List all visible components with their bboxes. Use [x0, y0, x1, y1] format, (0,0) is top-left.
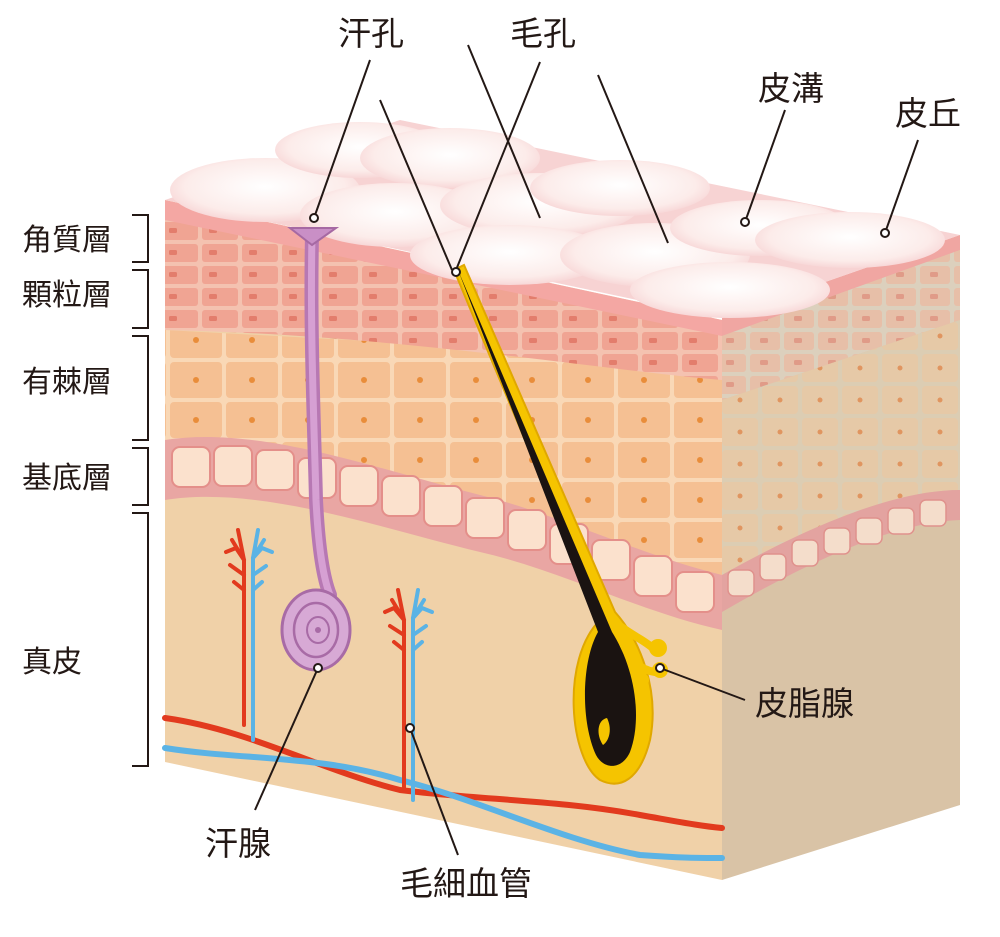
- label-stratum-granulosum: 顆粒層: [22, 278, 112, 313]
- label-dermis: 真皮: [22, 645, 82, 680]
- layer-brackets: [132, 214, 149, 767]
- capillaries: [162, 528, 725, 861]
- label-skin-ridge: 皮丘: [895, 94, 961, 133]
- label-sebaceous-gland: 皮脂腺: [755, 684, 854, 723]
- leader-dots: [309, 213, 890, 733]
- sweat-gland: [280, 227, 352, 672]
- label-hair-pore: 毛孔: [510, 14, 576, 53]
- label-skin-furrow: 皮溝: [758, 69, 824, 108]
- label-stratum-basale: 基底層: [22, 461, 112, 496]
- leader-lines: [254, 44, 919, 856]
- label-sweat-gland: 汗腺: [205, 824, 271, 863]
- basal-cells: [171, 445, 715, 613]
- label-stratum-corneum: 角質層: [22, 223, 112, 258]
- label-capillary: 毛細血管: [400, 864, 532, 903]
- label-stratum-spinosum: 有棘層: [22, 365, 112, 400]
- skin-surface: [165, 120, 960, 318]
- label-sweat-pore: 汗孔: [338, 14, 404, 53]
